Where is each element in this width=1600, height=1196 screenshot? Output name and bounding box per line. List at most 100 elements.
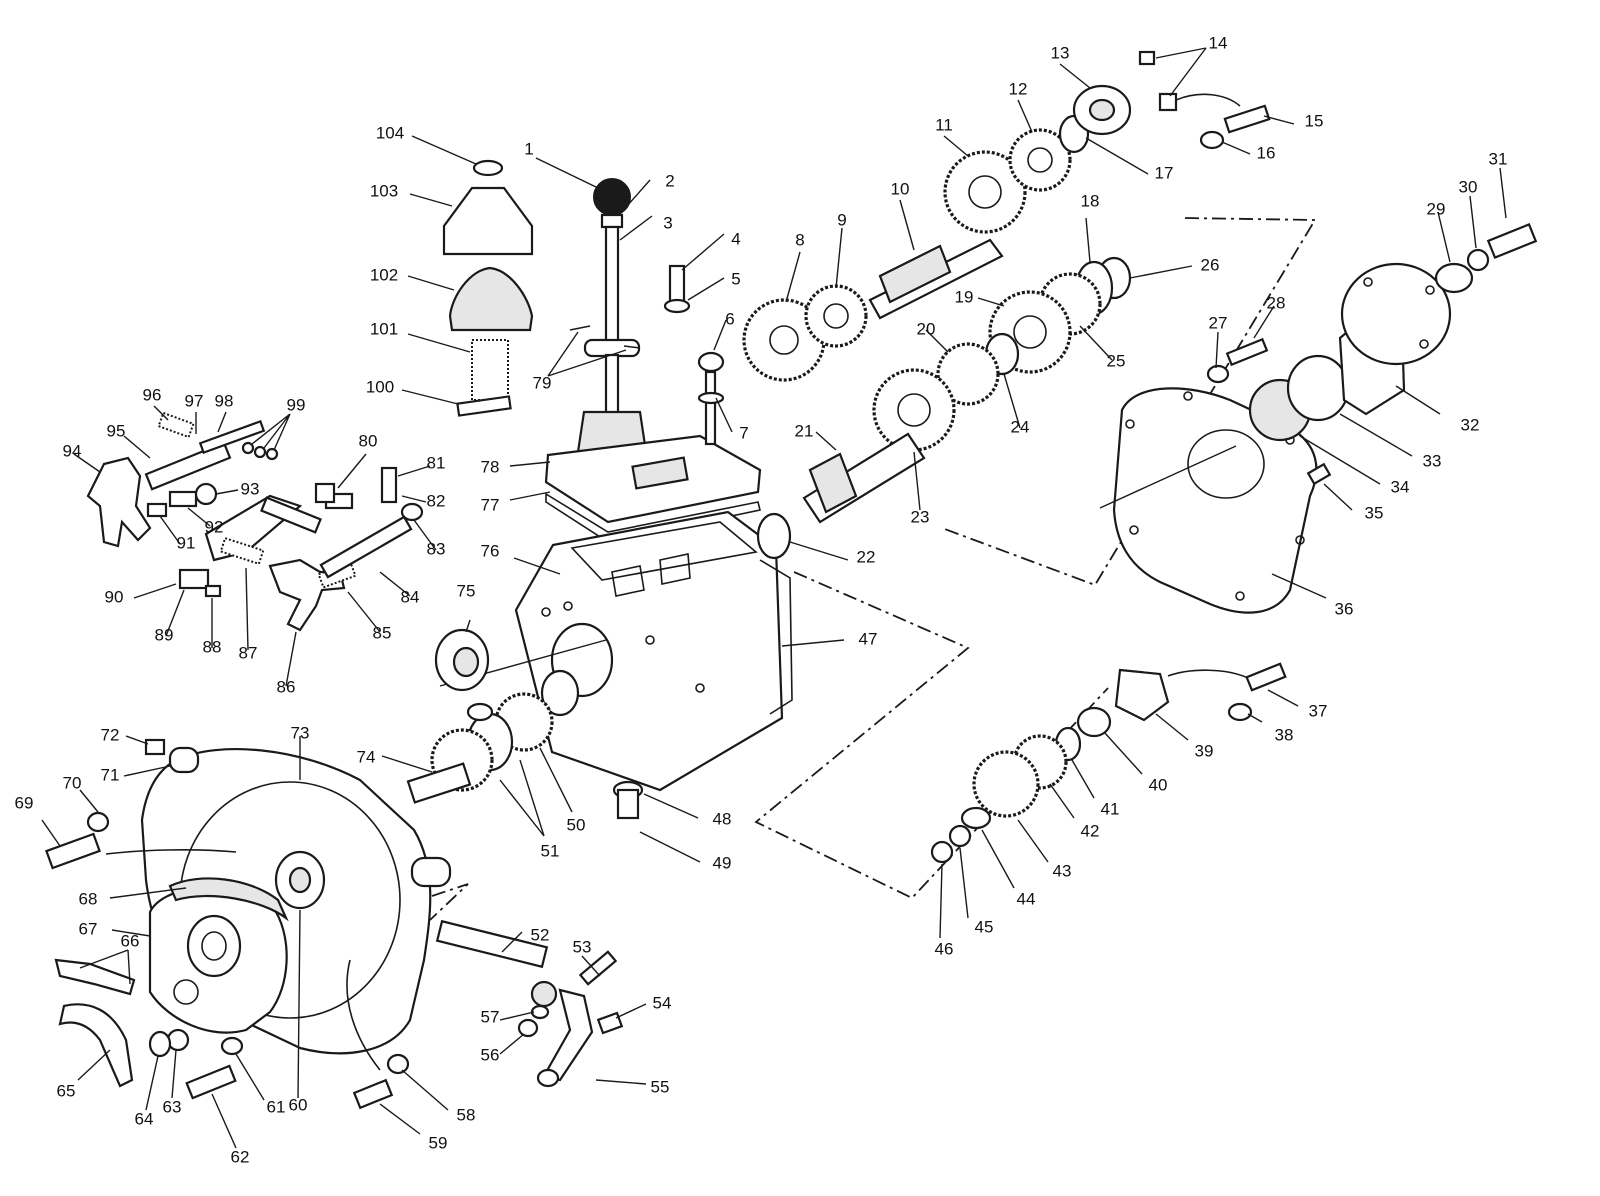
bolt-4 bbox=[668, 264, 686, 304]
leader-9 bbox=[835, 227, 843, 289]
bolt-53 bbox=[578, 950, 618, 986]
part-label-33: 33 bbox=[1423, 451, 1442, 470]
washer-58 bbox=[386, 1053, 410, 1075]
part-label-70: 70 bbox=[63, 773, 82, 792]
leader-86 bbox=[285, 631, 297, 687]
gear-23 bbox=[872, 368, 956, 452]
leader-49 bbox=[639, 831, 701, 863]
gear-12-hub bbox=[1027, 147, 1053, 173]
fork-94 bbox=[86, 456, 152, 548]
part-labels: 1 2 3 4 5 6 7 8 9 10 11 12 13 14 15 16 1… bbox=[15, 33, 1508, 1166]
cover-gasket bbox=[545, 492, 761, 543]
leader-22 bbox=[789, 541, 849, 561]
rear-cover-hole-6 bbox=[1129, 525, 1139, 535]
stud-7 bbox=[704, 370, 717, 446]
part-label-55: 55 bbox=[651, 1077, 670, 1096]
lever-upper-rod bbox=[604, 225, 620, 349]
leader-93 bbox=[215, 489, 239, 495]
ball-99a bbox=[241, 441, 255, 455]
part-label-71: 71 bbox=[101, 765, 120, 784]
gearbox-casing bbox=[439, 510, 793, 792]
leader-11 bbox=[943, 135, 969, 157]
part-label-63: 63 bbox=[163, 1097, 182, 1116]
splined-end bbox=[530, 980, 558, 1008]
part-label-51: 51 bbox=[541, 841, 560, 860]
gear-8-hub bbox=[769, 325, 799, 355]
leader-95 bbox=[123, 435, 151, 459]
part-label-53: 53 bbox=[573, 937, 592, 956]
part-label-19: 19 bbox=[955, 287, 974, 306]
leader-102 bbox=[407, 275, 455, 291]
part-label-87: 87 bbox=[239, 643, 258, 662]
leader-85 bbox=[347, 591, 381, 633]
part-label-17: 17 bbox=[1155, 163, 1174, 182]
spline-22 bbox=[756, 512, 792, 560]
clutch-cable bbox=[105, 849, 237, 855]
gear-43 bbox=[972, 750, 1040, 818]
part-label-44: 44 bbox=[1017, 889, 1036, 908]
leader-5 bbox=[687, 277, 725, 301]
clip-14a bbox=[1138, 50, 1156, 66]
boss-71 bbox=[168, 746, 200, 774]
part-label-9: 9 bbox=[837, 210, 846, 229]
gear-9 bbox=[804, 284, 868, 348]
part-label-37: 37 bbox=[1309, 701, 1328, 720]
part-label-58: 58 bbox=[457, 1105, 476, 1124]
fork-65 bbox=[58, 1003, 134, 1088]
part-label-11: 11 bbox=[935, 115, 953, 134]
part-label-104: 104 bbox=[376, 123, 404, 142]
part-label-25: 25 bbox=[1107, 351, 1126, 370]
leader-83 bbox=[413, 519, 437, 551]
leader-45 bbox=[959, 847, 969, 919]
leader-75 bbox=[465, 619, 471, 633]
part-label-103: 103 bbox=[370, 181, 398, 200]
leader-18 bbox=[1085, 217, 1091, 263]
leader-63 bbox=[171, 1049, 177, 1099]
leader-29 bbox=[1437, 211, 1451, 263]
leader-51 bbox=[499, 759, 545, 837]
part-label-43: 43 bbox=[1053, 861, 1072, 880]
bolt-37 bbox=[1245, 662, 1287, 692]
part-label-14: 14 bbox=[1209, 33, 1228, 52]
part-label-36: 36 bbox=[1335, 599, 1354, 618]
leader-104 bbox=[411, 135, 477, 165]
leader-100 bbox=[401, 389, 459, 405]
leader-78 bbox=[509, 461, 551, 467]
bearing-60-inner bbox=[288, 866, 312, 894]
part-label-23: 23 bbox=[911, 507, 930, 526]
part-label-62: 62 bbox=[231, 1147, 250, 1166]
part-label-30: 30 bbox=[1459, 177, 1478, 196]
clutch-lever-assembly bbox=[429, 883, 624, 1088]
leader-24 bbox=[1003, 373, 1021, 429]
part-label-34: 34 bbox=[1391, 477, 1410, 496]
part-label-38: 38 bbox=[1275, 725, 1294, 744]
bearing-75-inner bbox=[452, 646, 480, 678]
leader-91 bbox=[159, 515, 181, 545]
plug-72 bbox=[144, 738, 166, 756]
leader-53 bbox=[581, 955, 601, 977]
part-label-4: 4 bbox=[731, 229, 740, 248]
part-label-3: 3 bbox=[663, 213, 672, 232]
bolt-62 bbox=[185, 1064, 237, 1100]
part-label-52: 52 bbox=[531, 925, 550, 944]
part-label-60: 60 bbox=[289, 1095, 308, 1114]
part-label-82: 82 bbox=[427, 491, 446, 510]
leader-79 bbox=[547, 331, 627, 377]
leader-16 bbox=[1221, 141, 1251, 155]
washer-64 bbox=[148, 1030, 172, 1058]
leader-103 bbox=[409, 193, 453, 207]
leader-55 bbox=[595, 1079, 647, 1085]
gear-9-hub bbox=[823, 303, 849, 329]
leader-4 bbox=[681, 233, 725, 271]
rod-87 bbox=[260, 496, 322, 534]
pin-88 bbox=[204, 584, 222, 598]
part-label-98: 98 bbox=[215, 391, 234, 410]
leader-46 bbox=[939, 863, 943, 939]
leader-8 bbox=[785, 251, 801, 303]
washer-70 bbox=[86, 811, 110, 833]
part-label-22: 22 bbox=[857, 547, 876, 566]
part-label-79: 79 bbox=[533, 373, 552, 392]
leader-57 bbox=[499, 1011, 535, 1021]
leader-94 bbox=[73, 453, 101, 473]
